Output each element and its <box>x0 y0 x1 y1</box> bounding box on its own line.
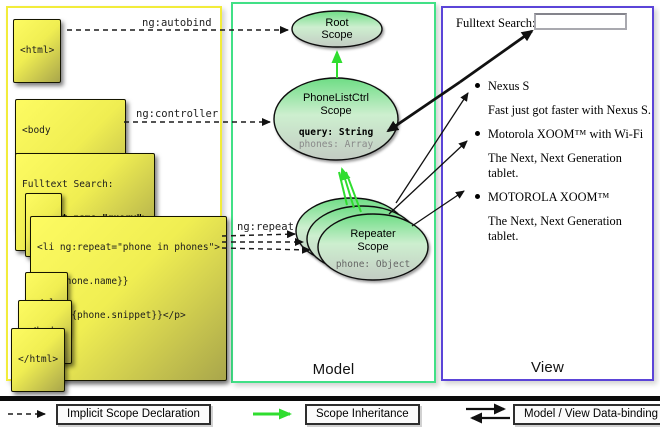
phone-name-text: MOTOROLA XOOM™ <box>488 190 610 204</box>
legend-scope-inheritance: Scope Inheritance <box>305 404 420 425</box>
bullet-icon <box>475 83 480 88</box>
bullet-icon <box>475 194 480 199</box>
phone-name-text: Nexus S <box>488 79 530 93</box>
model-column-label: Model <box>312 361 355 378</box>
phone-item-desc: The Next, Next Generation tablet. <box>488 151 622 180</box>
code-box-html-open: <html> <box>13 19 62 84</box>
fulltext-search-input[interactable] <box>534 13 627 30</box>
ng-controller-label: ng:controller <box>136 108 219 120</box>
ng-autobind-label: ng:autobind <box>142 17 212 29</box>
code-line: <html> <box>20 45 55 57</box>
phone-name-text: Motorola XOOM™ with Wi-Fi <box>488 127 644 141</box>
code-line: </html> <box>18 354 59 366</box>
legend-separator <box>0 396 660 401</box>
phone-item-desc: The Next, Next Generation tablet. <box>488 214 622 243</box>
view-column-label: View <box>530 359 565 376</box>
code-line: Fulltext Search: <box>22 179 114 191</box>
code-line: <li ng:repeat="phone in phones"> <box>37 242 221 254</box>
phone-item-name: Motorola XOOM™ with Wi-Fi <box>466 127 652 142</box>
legend-data-binding: Model / View Data-binding <box>513 404 660 425</box>
model-column: Model <box>231 2 436 383</box>
bullet-icon <box>475 131 480 136</box>
code-line: <p>{{phone.snippet}}</p> <box>37 309 186 321</box>
legend-implicit-scope: Implicit Scope Declaration <box>56 404 211 425</box>
phone-item-name: Nexus S <box>466 79 652 94</box>
phone-item-name: MOTOROLA XOOM™ <box>466 190 652 205</box>
code-line: {{phone.name}} <box>37 276 129 288</box>
code-line: <body <box>22 125 51 137</box>
code-box-html-close: </html> <box>11 328 66 393</box>
fulltext-search-label: Fulltext Search: <box>456 16 536 30</box>
phone-item-desc: Fast just got faster with Nexus S. <box>488 103 651 117</box>
ng-repeat-label: ng:repeat <box>237 221 294 233</box>
phone-list: Nexus S Fast just got faster with Nexus … <box>466 79 652 253</box>
